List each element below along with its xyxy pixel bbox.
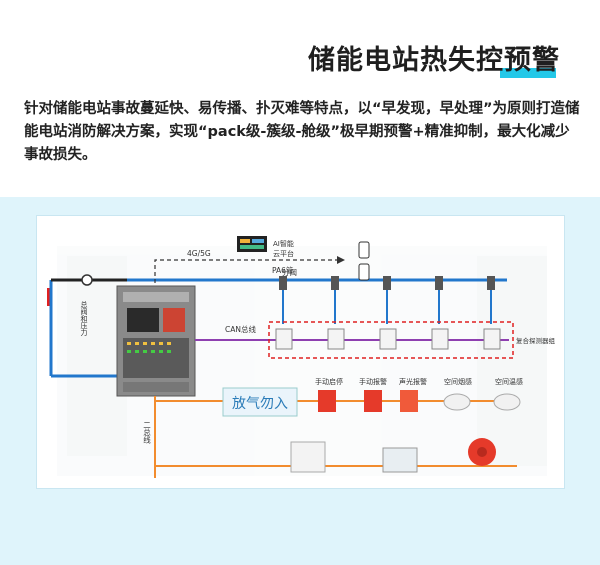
dashboard-screen-icon xyxy=(237,236,267,252)
detector-3 xyxy=(379,328,397,350)
controller-screen xyxy=(127,308,159,332)
detector-2 xyxy=(327,328,345,350)
detector-1 xyxy=(275,328,293,350)
branch-valve-4 xyxy=(435,276,443,324)
heat-detector-icon xyxy=(493,393,521,411)
title-accent-bar xyxy=(500,68,556,78)
diagram-card: 总阀和压力 PA6管 分阀 4G/5G AI智能 云平台 xyxy=(36,215,565,489)
pressure-gauge-icon xyxy=(81,274,93,286)
branch-valve-5 xyxy=(487,276,495,324)
exhaust-fan-icon xyxy=(382,447,418,473)
pressure-label: 总阀和压力 xyxy=(80,300,88,337)
device-label-2: 手动报警 xyxy=(359,377,387,386)
bus2-label: 二总线 xyxy=(142,421,151,444)
phone-icon-2 xyxy=(358,263,370,281)
fire-controller-panel xyxy=(116,285,196,397)
network-link xyxy=(154,259,337,290)
system-diagram: 总阀和压力 PA6管 分阀 4G/5G AI智能 云平台 xyxy=(47,236,556,478)
pipe-label: PA6管 xyxy=(272,265,294,275)
cloud-label-2: 云平台 xyxy=(273,249,294,258)
phone-icon-1 xyxy=(358,241,370,259)
network-label: 4G/5G xyxy=(187,249,211,258)
device-label-4: 空间烟感 xyxy=(444,377,472,386)
valve-marker xyxy=(47,288,51,306)
device-label-5: 空间温感 xyxy=(495,377,523,386)
network-arrow-icon xyxy=(337,256,345,264)
branch-valves xyxy=(279,276,495,324)
page-title: 储能电站热失控预警 xyxy=(0,38,600,78)
branch-label: 分阀 xyxy=(282,268,297,277)
device-label-3: 声光报警 xyxy=(399,377,427,386)
branch-valve-2 xyxy=(331,276,339,324)
manual-start-stop-icon xyxy=(318,390,336,412)
composite-detectors xyxy=(275,328,501,350)
detector-group-box xyxy=(268,321,514,359)
smoke-detector-icon xyxy=(443,393,471,411)
description-text: 针对储能电站事故蔓延快、易传播、扑灭难等特点，以“早发现，早处理”为原则打造储能… xyxy=(24,101,580,163)
vent-grille-icon xyxy=(290,441,326,473)
detector-4 xyxy=(431,328,449,350)
gas-release-sign xyxy=(222,387,298,417)
branch-valve-3 xyxy=(383,276,391,324)
cloud-label-1: AI智能 xyxy=(273,239,294,248)
manual-alarm-icon xyxy=(364,390,382,412)
device-label-1: 手动启停 xyxy=(315,377,343,386)
title-text: 储能电站热失控预警 xyxy=(308,45,560,76)
can-label: CAN总线 xyxy=(225,324,256,334)
sound-light-alarm-icon xyxy=(400,390,418,412)
detector-group-label: 复合探测器组 xyxy=(516,336,556,345)
branch-valve-1 xyxy=(279,276,287,324)
detector-5 xyxy=(483,328,501,350)
gas-release-sign-text: 放气勿入 xyxy=(232,396,288,412)
